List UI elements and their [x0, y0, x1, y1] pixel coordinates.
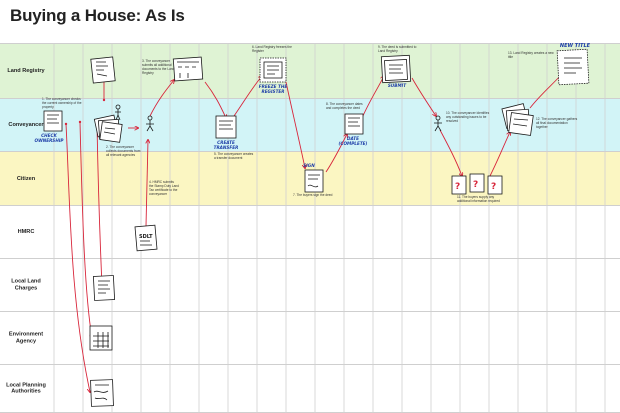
lane-label-local-planning-authorities: Local Planning Authorities: [6, 382, 46, 395]
lane-label-local-land-charges: Local Land Charges: [11, 278, 41, 292]
label-check-ownership: CHECK OWNERSHIP: [34, 133, 64, 143]
step-note-12: 12. The conveyancer gathers all final do…: [536, 117, 578, 129]
label-date-complete: DATE (COMPLETE): [338, 136, 368, 146]
lane-environment-agency: Environment Agency: [0, 311, 620, 364]
step-note-9: 9. The deed is submitted to Land Registr…: [378, 45, 417, 53]
lane-label-land-registry: Land Registry: [7, 67, 45, 74]
step-note-13: 13. Land Registry creates a new title: [508, 51, 554, 59]
step-note-7: 7. The buyers sign the deed: [293, 193, 333, 197]
step-note-8: 8. The conveyancer dates and completes t…: [326, 102, 363, 110]
step-note-1: 1. The conveyancer checks the current ow…: [42, 97, 82, 109]
label-sign: SIGN: [303, 163, 315, 168]
lane-conveyancer: Conveyancer: [0, 98, 620, 151]
lane-label-citizen: Citizen: [16, 175, 36, 182]
step-note-3: 3. The conveyancer submits all additiona…: [142, 59, 175, 75]
lane-hmrc: HMRC: [0, 205, 620, 258]
step-note-2: 2. The conveyancer collects documents fr…: [106, 145, 141, 157]
step-note-4: 4. HMRC submits the Stamp Duty Land Tax …: [149, 180, 179, 196]
lane-label-environment-agency: Environment Agency: [8, 331, 44, 345]
step-note-10: 10. The conveyancer identifies any outst…: [446, 111, 490, 123]
step-note-6: 6. Land Registry freezes the Register: [252, 45, 292, 53]
lane-label-hmrc: HMRC: [17, 228, 35, 235]
step-note-5: 5. The conveyancer creates a transfer do…: [214, 152, 254, 160]
lane-local-planning-authorities: Local Planning Authorities: [0, 364, 620, 413]
page-title: Buying a House: As Is: [10, 6, 185, 25]
label-submit: SUBMIT: [387, 83, 407, 88]
label-new-title: NEW TITLE: [559, 43, 591, 49]
lane-local-land-charges: Local Land Charges: [0, 258, 620, 311]
label-create-transfer: CREATE TRANSFER: [213, 140, 239, 150]
label-freeze-register: FREEZE THE REGISTER: [258, 84, 288, 94]
step-note-11: 11. The buyers supply any additional inf…: [457, 195, 500, 203]
lane-label-conveyancer: Conveyancer: [8, 121, 44, 128]
